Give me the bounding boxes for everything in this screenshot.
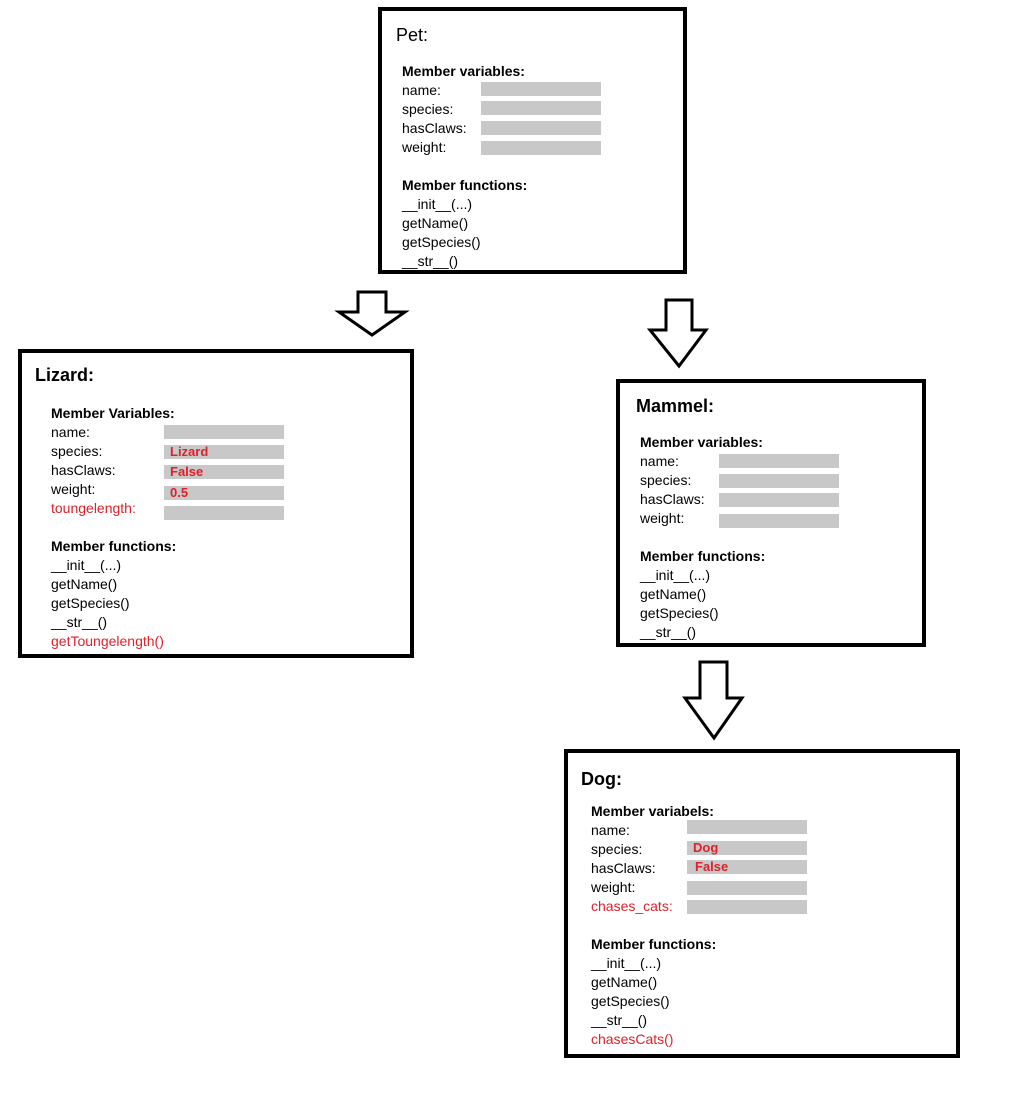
- pet-funcs-header: Member functions:: [402, 177, 528, 193]
- dog-vars-header: Member variabels:: [591, 803, 714, 819]
- mammel-var-field: [719, 474, 839, 488]
- mammel-var-field: [719, 493, 839, 507]
- pet-func: getName(): [402, 215, 469, 231]
- mammel-vars-header: Member variables:: [640, 434, 763, 450]
- mammel-var-label: weight:: [640, 510, 685, 526]
- lizard-var-label: name:: [51, 424, 90, 440]
- pet-var-field: [481, 141, 601, 155]
- dog-var-field: [687, 820, 807, 834]
- mammel-func: getSpecies(): [640, 605, 719, 621]
- dog-class-box: Dog: Member variabels: name: species: Do…: [564, 749, 960, 1058]
- pet-var-field: [481, 121, 601, 135]
- dog-var-label: name:: [591, 822, 630, 838]
- lizard-func: getName(): [51, 576, 118, 592]
- lizard-func: getToungelength(): [51, 633, 164, 649]
- pet-title: Pet:: [396, 25, 429, 45]
- lizard-funcs-header: Member functions:: [51, 538, 177, 554]
- lizard-var-label: toungelength:: [51, 500, 136, 516]
- pet-func: __init__(...): [402, 196, 473, 212]
- pet-func: getSpecies(): [402, 234, 481, 250]
- dog-func: getSpecies(): [591, 993, 670, 1009]
- dog-func: __init__(...): [591, 955, 662, 971]
- arrow-mammel-to-dog: [682, 660, 745, 741]
- arrow-pet-to-lizard: [334, 290, 410, 337]
- lizard-var-label: hasClaws:: [51, 462, 116, 478]
- mammel-class-box: Mammel: Member variables: name: species:…: [616, 379, 926, 647]
- mammel-func: getName(): [640, 586, 707, 602]
- pet-var-label: name:: [402, 82, 441, 98]
- dog-func: getName(): [591, 974, 658, 990]
- dog-var-label: species:: [591, 841, 643, 857]
- pet-vars-header: Member variables:: [402, 63, 525, 79]
- dog-var-label: hasClaws:: [591, 860, 656, 876]
- dog-var-label: chases_cats:: [591, 898, 673, 914]
- dog-funcs-header: Member functions:: [591, 936, 717, 952]
- mammel-var-label: name:: [640, 453, 679, 469]
- mammel-func: __str__(): [640, 624, 697, 640]
- dog-func: __str__(): [591, 1012, 648, 1028]
- mammel-var-field: [719, 514, 839, 528]
- mammel-var-field: [719, 454, 839, 468]
- pet-var-field: [481, 82, 601, 96]
- lizard-func: __str__(): [51, 614, 108, 630]
- lizard-var-label: species:: [51, 443, 103, 459]
- lizard-func: __init__(...): [51, 557, 122, 573]
- lizard-var-field: [164, 425, 284, 439]
- pet-var-label: hasClaws:: [402, 120, 467, 136]
- pet-func: __str__(): [402, 253, 459, 269]
- lizard-var-label: weight:: [51, 481, 96, 497]
- arrow-pet-to-mammel: [646, 298, 709, 369]
- dog-var-field: [687, 900, 807, 914]
- lizard-vars-header: Member Variables:: [51, 405, 175, 421]
- dog-var-label: weight:: [591, 879, 636, 895]
- lizard-class-box: Lizard: Member Variables: name: species:…: [18, 349, 414, 658]
- dog-title: Dog:: [581, 769, 622, 789]
- mammel-title: Mammel:: [636, 396, 715, 416]
- pet-var-label: weight:: [402, 139, 447, 155]
- lizard-var-field: Lizard: [164, 444, 284, 459]
- lizard-var-field: 0.5: [164, 485, 284, 500]
- mammel-func: __init__(...): [640, 567, 711, 583]
- pet-class-box: Pet: Member variables: name: species: ha…: [378, 7, 687, 274]
- pet-var-label: species:: [402, 101, 454, 117]
- lizard-var-field: False: [164, 464, 284, 479]
- mammel-var-label: species:: [640, 472, 692, 488]
- lizard-var-field: [164, 506, 284, 520]
- dog-func: chasesCats(): [591, 1031, 674, 1047]
- mammel-var-label: hasClaws:: [640, 491, 705, 507]
- lizard-func: getSpecies(): [51, 595, 130, 611]
- pet-var-field: [481, 101, 601, 115]
- dog-var-field: [687, 881, 807, 895]
- dog-var-field: False: [687, 859, 807, 874]
- dog-var-field: Dog: [687, 840, 807, 855]
- mammel-funcs-header: Member functions:: [640, 548, 766, 564]
- lizard-title: Lizard:: [35, 365, 95, 385]
